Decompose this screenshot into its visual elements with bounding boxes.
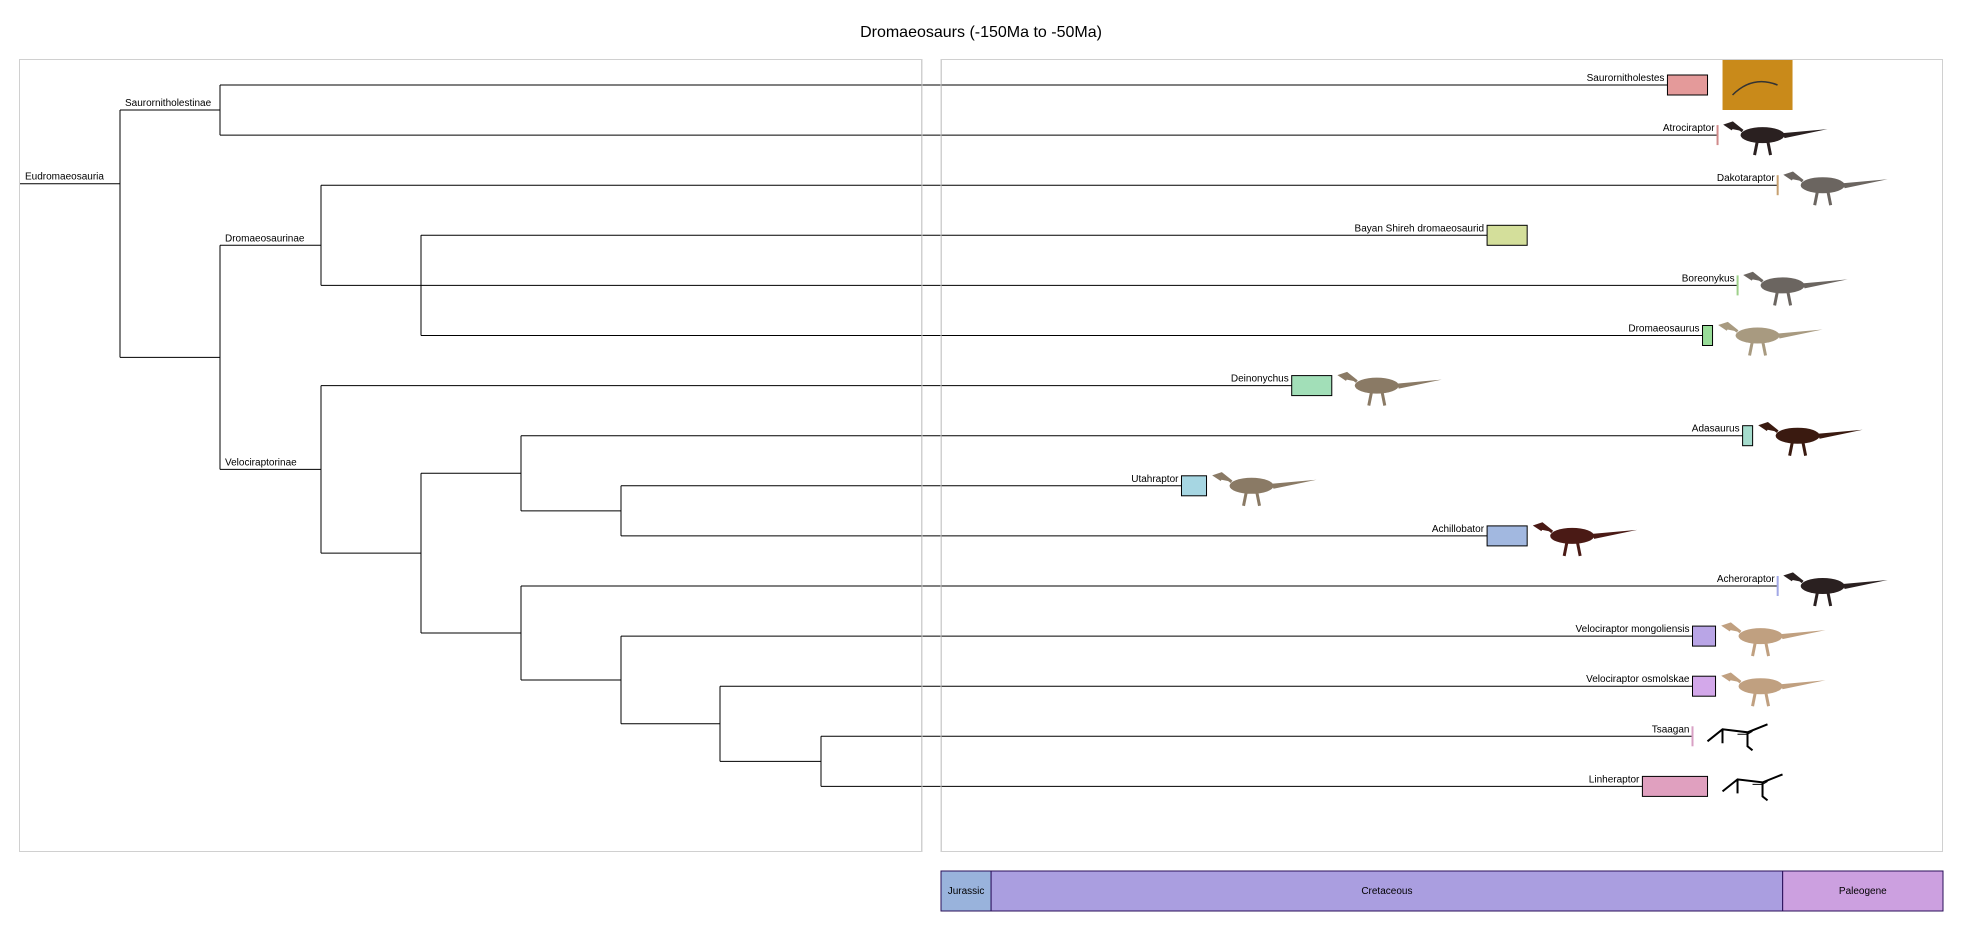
taxon-illustration-icon — [1758, 422, 1863, 456]
taxon-label: Deinonychus — [1231, 374, 1289, 385]
taxon-row: Deinonychus — [1231, 371, 1442, 406]
taxon-illustration-icon — [1718, 321, 1823, 356]
range-bar — [1742, 425, 1754, 447]
taxon-illustration-icon — [1723, 121, 1828, 156]
panel-gap — [922, 59, 941, 852]
taxon-row: Atrociraptor — [1663, 121, 1828, 156]
period-cretaceous: Cretaceous — [990, 870, 1784, 912]
clade-label-saurornitholestinae: Saurornitholestinae — [125, 98, 212, 109]
taxon-label: Dromaeosaurus — [1628, 324, 1699, 335]
taxon-row: Saurornitholestes — [1587, 60, 1793, 110]
range-bar — [1692, 625, 1717, 647]
range-bar — [1692, 675, 1717, 697]
range-bar — [1180, 475, 1208, 497]
taxon-illustration-icon — [1722, 60, 1793, 110]
period-jurassic: Jurassic — [940, 870, 992, 912]
period-label: Jurassic — [948, 886, 985, 897]
taxon-row: Velociraptor osmolskae — [1586, 672, 1826, 707]
period-label: Cretaceous — [1361, 886, 1412, 897]
taxon-label: Dakotaraptor — [1717, 173, 1775, 184]
taxon-row: Achillobator — [1432, 522, 1638, 557]
taxon-illustration-icon — [1743, 271, 1848, 306]
clade-label-velociraptorinae: Velociraptorinae — [225, 457, 297, 468]
taxon-row: Linheraptor — [1589, 773, 1783, 802]
period-paleogene: Paleogene — [1782, 870, 1944, 912]
taxon-row: Dakotaraptor — [1717, 171, 1888, 206]
taxon-illustration-icon — [1721, 622, 1826, 657]
taxon-illustration-icon — [1721, 672, 1826, 707]
taxon-row: Boreonykus — [1682, 271, 1848, 306]
period-bar — [1782, 870, 1944, 912]
taxon-label: Bayan Shireh dromaeosaurid — [1355, 223, 1485, 234]
taxon-row: Utahraptor — [1131, 472, 1317, 507]
taxon-label: Tsaagan — [1652, 724, 1690, 735]
page-title: Dromaeosaurs (-150Ma to -50Ma) — [860, 24, 1102, 41]
taxon-row: Bayan Shireh dromaeosaurid — [1355, 223, 1528, 246]
taxon-illustration-icon — [1783, 572, 1888, 607]
clade-label-dromaeosaurinae: Dromaeosaurinae — [225, 233, 305, 244]
taxon-row: Velociraptor mongoliensis — [1576, 622, 1826, 657]
taxon-illustration-icon — [1532, 522, 1638, 557]
taxon-row: Dromaeosaurus — [1628, 321, 1823, 356]
clade-label-root: Eudromaeosauria — [25, 172, 104, 183]
taxon-illustration-icon — [1783, 171, 1888, 206]
taxon-illustration-icon — [1706, 723, 1768, 752]
taxon-label: Adasaurus — [1692, 424, 1740, 435]
period-label: Paleogene — [1839, 886, 1887, 897]
range-bar — [1486, 525, 1528, 547]
taxon-illustration-icon — [1337, 371, 1442, 406]
range-bar — [1291, 375, 1333, 397]
taxon-label: Saurornitholestes — [1587, 73, 1665, 84]
taxon-label: Velociraptor osmolskae — [1586, 674, 1690, 685]
taxon-row: Acheroraptor — [1717, 572, 1888, 607]
range-bar — [1641, 775, 1709, 797]
taxon-illustration-icon — [1212, 472, 1317, 507]
taxon-label: Atrociraptor — [1663, 123, 1715, 134]
period-bar — [940, 870, 992, 912]
taxon-label: Linheraptor — [1589, 774, 1640, 785]
taxon-illustration-icon — [1721, 773, 1783, 802]
taxon-label: Boreonykus — [1682, 273, 1735, 284]
taxon-label: Utahraptor — [1131, 474, 1179, 485]
taxon-label: Achillobator — [1432, 524, 1485, 535]
taxon-label: Acheroraptor — [1717, 574, 1775, 585]
taxon-row: Tsaagan — [1652, 723, 1768, 752]
range-bar — [1486, 224, 1528, 246]
range-bar — [1702, 325, 1714, 346]
taxon-label: Velociraptor mongoliensis — [1576, 624, 1690, 635]
taxon-row: Adasaurus — [1692, 422, 1863, 456]
range-bar — [1666, 74, 1709, 96]
